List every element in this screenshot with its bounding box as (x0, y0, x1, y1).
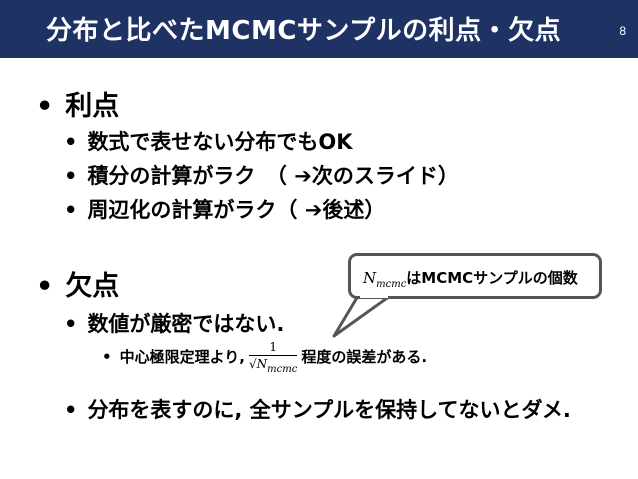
denominator-var: N (256, 357, 268, 371)
sqrt-symbol: √ (249, 357, 257, 371)
disadvantage-item-text: 分布を表すのに, 全サンプルを保持してないとダメ. (87, 398, 571, 422)
bullet-marker: • (36, 91, 54, 122)
callout-var: N (363, 269, 377, 287)
advantage-item: • 数式で表せない分布でもOK (64, 126, 353, 156)
advantages-heading-row: • 利点 (36, 84, 119, 123)
bullet-marker: • (64, 164, 78, 188)
advantage-item-text: 積分の計算がラク （ ➔次のスライド） (87, 164, 459, 188)
callout-box: NmcmcはMCMCサンプルの個数 (348, 253, 602, 299)
disadvantages-heading-row: • 欠点 (36, 264, 119, 303)
advantages-heading: 利点 (65, 91, 120, 122)
page-number: 8 (619, 24, 626, 38)
disadvantages-heading: 欠点 (65, 271, 120, 302)
fraction-numerator: 1 (249, 340, 298, 356)
advantage-item: • 周辺化の計算がラク（ ➔後述） (64, 194, 385, 224)
sub-item-suffix: 程度の誤差がある. (301, 348, 428, 366)
slide-header: 分布と比べたMCMCサンプルの利点・欠点 8 (0, 0, 638, 58)
bullet-marker: • (64, 398, 78, 422)
fraction-denominator: √Nmcmc (249, 356, 297, 375)
bullet-marker: • (64, 198, 78, 222)
disadvantage-item: • 数値が厳密ではない. (64, 308, 284, 338)
callout-text: NmcmcはMCMCサンプルの個数 (363, 267, 578, 290)
sub-item-prefix: 中心極限定理より, (119, 348, 245, 366)
bullet-marker: • (102, 348, 112, 366)
denominator-sub: mcmc (267, 364, 298, 375)
callout-var-sub: mcmc (376, 279, 407, 290)
advantage-item-text: 周辺化の計算がラク（ ➔後述） (87, 198, 386, 222)
slide-title: 分布と比べたMCMCサンプルの利点・欠点 (46, 16, 562, 46)
bullet-marker: • (36, 271, 54, 302)
bullet-marker: • (64, 130, 78, 154)
advantage-item: • 積分の計算がラク （ ➔次のスライド） (64, 160, 459, 190)
advantage-item-text: 数式で表せない分布でもOK (87, 130, 353, 154)
error-fraction: 1√Nmcmc (249, 340, 298, 375)
disadvantage-item-text: 数値が厳密ではない. (87, 312, 285, 336)
callout-label: はMCMCサンプルの個数 (406, 269, 578, 287)
bullet-marker: • (64, 312, 78, 336)
disadvantage-item: • 分布を表すのに, 全サンプルを保持してないとダメ. (64, 394, 571, 424)
